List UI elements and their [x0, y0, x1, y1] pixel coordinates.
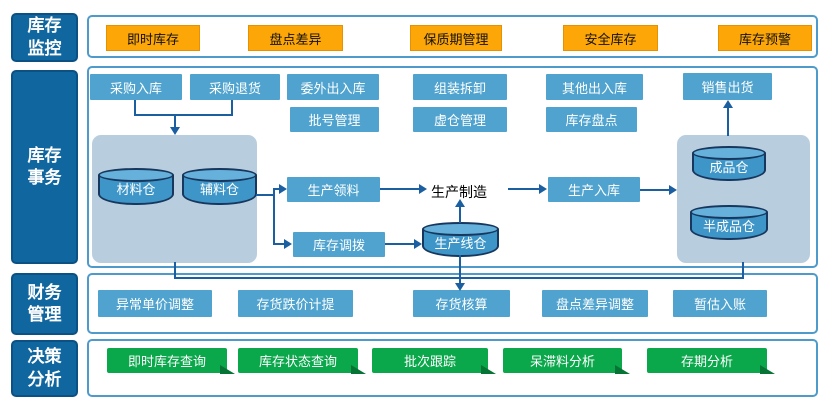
sidebar-item-decision-analysis: 决策分析 — [11, 340, 78, 397]
arrowhead-into-line-warehouse — [414, 239, 422, 249]
connector-panel-out — [256, 194, 275, 196]
connector-merge-to-panel — [174, 114, 176, 128]
sidebar-label: 库存监控 — [27, 16, 62, 58]
connector-purchase-inbound-down — [134, 100, 136, 116]
button-abnormal-price-adjustment[interactable]: 异常单价调整 — [98, 290, 212, 317]
button-inventory-alert[interactable]: 库存预警 — [718, 25, 812, 51]
button-safety-stock[interactable]: 安全库存 — [563, 25, 658, 51]
connector-material-panel-down — [174, 262, 176, 279]
connector-to-transfer — [273, 243, 285, 245]
button-purchase-inbound[interactable]: 采购入库 — [90, 74, 182, 100]
material-warehouse-cylinder: 材料仓 — [98, 168, 174, 205]
arrowhead-into-manufacturing-bottom — [455, 199, 465, 207]
button-sales-shipment[interactable]: 销售出货 — [683, 73, 772, 100]
button-stock-transfer[interactable]: 库存调拨 — [293, 232, 385, 257]
cylinder-label: 半成品仓 — [702, 219, 755, 234]
sidebar-item-inventory-transactions: 库存事务 — [11, 70, 78, 264]
production-line-warehouse-cylinder: 生产线仓 — [422, 222, 499, 257]
button-inventory-status-query[interactable]: 库存状态查询 — [238, 348, 366, 374]
connector-picking-to-manufacturing — [380, 188, 420, 190]
button-storage-age-analysis[interactable]: 存期分析 — [647, 348, 775, 374]
connector-finished-panel-down — [742, 262, 744, 279]
arrowhead-into-sales-shipment — [723, 100, 733, 108]
sidebar-label: 决策分析 — [27, 347, 62, 389]
connector-inbound-to-finished-panel — [640, 189, 670, 191]
auxiliary-warehouse-cylinder: 辅料仓 — [182, 168, 257, 205]
semi-finished-goods-cylinder: 半成品仓 — [690, 205, 768, 240]
connector-purchase-merge — [134, 114, 233, 116]
button-outsourcing-in-out[interactable]: 委外出入库 — [287, 74, 379, 100]
button-count-difference-adjustment[interactable]: 盘点差异调整 — [542, 290, 648, 317]
connector-split-vertical — [273, 188, 275, 245]
button-other-in-out[interactable]: 其他出入库 — [546, 74, 643, 100]
button-shelf-life-management[interactable]: 保质期管理 — [410, 25, 502, 51]
sidebar-label: 财务管理 — [27, 282, 62, 324]
button-instant-inventory-query[interactable]: 即时库存查询 — [107, 348, 235, 374]
cylinder-label: 辅料仓 — [199, 182, 239, 197]
button-count-difference[interactable]: 盘点差异 — [248, 25, 343, 51]
cylinder-label: 生产线仓 — [434, 236, 487, 251]
arrowhead-into-inventory-accounting — [455, 283, 465, 291]
button-production-inbound[interactable]: 生产入库 — [548, 177, 640, 202]
button-estimated-entry[interactable]: 暂估入账 — [673, 290, 767, 317]
arrowhead-into-stock-transfer — [284, 239, 292, 249]
button-slow-moving-analysis[interactable]: 呆滞料分析 — [503, 348, 630, 374]
button-purchase-return[interactable]: 采购退货 — [190, 74, 280, 100]
arrowhead-into-production-picking — [279, 184, 287, 194]
connector-purchase-return-down — [231, 100, 233, 116]
button-inventory-depreciation-provision[interactable]: 存货跌价计提 — [238, 290, 353, 317]
cylinder-cap — [98, 168, 174, 182]
button-stock-count[interactable]: 库存盘点 — [546, 107, 637, 132]
connector-manufacturing-to-inbound — [508, 188, 540, 190]
connector-transfer-to-line-warehouse — [385, 243, 415, 245]
sidebar-label: 库存事务 — [27, 145, 62, 187]
cylinder-label: 材料仓 — [116, 182, 156, 197]
cylinder-cap — [182, 168, 257, 182]
connector-line-warehouse-to-accounting — [459, 255, 461, 285]
arrowhead-into-finished-panel — [669, 185, 677, 195]
button-instant-inventory[interactable]: 即时库存 — [106, 25, 200, 51]
button-assembly-disassembly[interactable]: 组装拆卸 — [413, 74, 507, 100]
cylinder-cap — [422, 222, 499, 236]
connector-finished-to-sales — [727, 108, 729, 136]
manufacturing-label: 生产制造 — [431, 184, 487, 200]
arrowhead-into-material-panel — [170, 127, 180, 135]
button-batch-number-management[interactable]: 批号管理 — [290, 107, 379, 132]
finished-goods-cylinder: 成品仓 — [692, 146, 766, 181]
button-batch-tracking[interactable]: 批次跟踪 — [372, 348, 496, 374]
cylinder-label: 成品仓 — [709, 160, 749, 175]
sidebar-item-inventory-monitor: 库存监控 — [11, 13, 78, 62]
arrowhead-into-manufacturing — [419, 184, 427, 194]
cylinder-cap — [690, 205, 768, 219]
button-inventory-accounting[interactable]: 存货核算 — [413, 290, 510, 317]
sidebar-item-finance-management: 财务管理 — [11, 273, 78, 335]
cylinder-cap — [692, 146, 766, 160]
arrowhead-into-production-inbound — [539, 184, 547, 194]
button-production-picking[interactable]: 生产领料 — [287, 177, 380, 202]
connector-line-warehouse-up — [459, 207, 461, 223]
connector-to-picking — [273, 188, 280, 190]
button-virtual-warehouse-management[interactable]: 虚仓管理 — [413, 107, 507, 132]
